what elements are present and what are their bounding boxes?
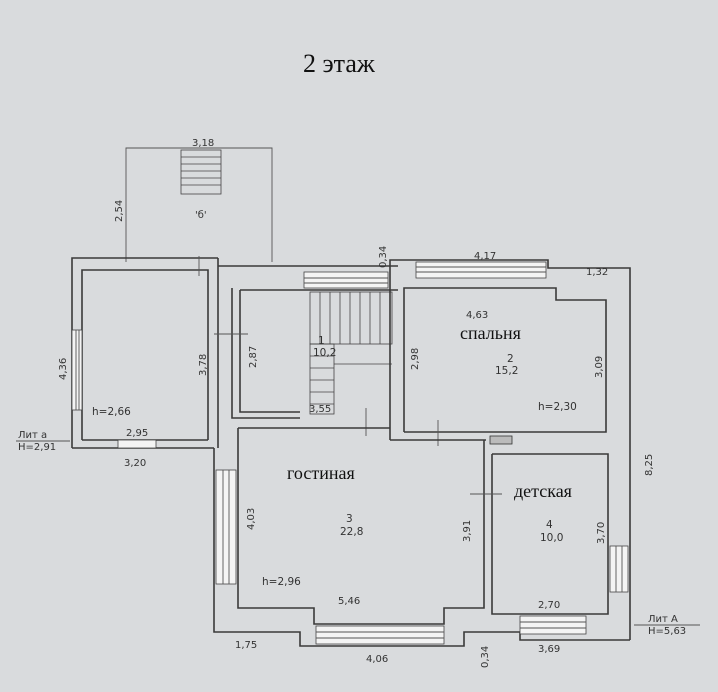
left-room-bottom-window bbox=[117, 439, 157, 449]
hall-number: 1 bbox=[318, 335, 325, 347]
bedroom-name: спальня bbox=[460, 323, 521, 343]
left-room-side-left-dimension: 4,36 bbox=[58, 358, 69, 380]
living-area: 22,8 bbox=[340, 526, 363, 538]
lit-a-left: Лит а Н=2,91 bbox=[16, 430, 70, 453]
kids-number: 4 bbox=[546, 519, 553, 531]
left-room-bottom-inner-dimension: 2,95 bbox=[126, 428, 148, 439]
kids-name: детская bbox=[514, 481, 572, 501]
kids-bottom-dimension: 2,70 bbox=[538, 600, 560, 611]
lit-a-right-height: Н=5,63 bbox=[648, 626, 686, 637]
living-number: 3 bbox=[346, 513, 353, 525]
hall-stair-width-dimension: 3,55 bbox=[309, 404, 331, 415]
hall-top-window bbox=[303, 271, 389, 289]
radiator-icon bbox=[489, 435, 513, 445]
bedroom-number: 2 bbox=[507, 353, 514, 365]
lit-a-left-height: Н=2,91 bbox=[18, 442, 56, 453]
lit-a-right: Лит А Н=5,63 bbox=[634, 614, 700, 637]
lit-a-left-label: Лит а bbox=[18, 430, 47, 441]
left-room-height: h=2,66 bbox=[92, 406, 131, 418]
left-room-window bbox=[71, 329, 83, 411]
balcony-top-dimension: 3,18 bbox=[192, 138, 214, 149]
bottom-369-dimension: 3,69 bbox=[538, 644, 560, 655]
bottom-034-dimension: 0,34 bbox=[480, 646, 491, 668]
kids-side-right-dimension: 3,70 bbox=[596, 522, 607, 544]
bottom-175-dimension: 1,75 bbox=[235, 640, 257, 651]
hall-area: 10,2 bbox=[313, 347, 336, 359]
balcony-stairs-icon bbox=[180, 149, 222, 195]
living-left-window bbox=[215, 469, 237, 585]
kids-room: детская 4 10,0 3,70 2,70 3,69 bbox=[470, 435, 629, 655]
living-side-left-dimension: 4,03 bbox=[246, 508, 257, 530]
living-name: гостиная bbox=[287, 463, 355, 483]
right-825-dimension: 8,25 bbox=[644, 454, 655, 476]
bedroom-side-left-dimension: 2,98 bbox=[410, 348, 421, 370]
top-right-132-dimension: 1,32 bbox=[586, 267, 608, 278]
bottom-406-dimension: 4,06 bbox=[366, 654, 388, 665]
living-room: гостиная 3 22,8 h=2,96 5,46 4,03 3,91 1,… bbox=[213, 427, 630, 668]
bedroom-width-dimension: 4,63 bbox=[466, 310, 488, 321]
bedroom-height: h=2,30 bbox=[538, 401, 577, 413]
top-034-dimension: 0,34 bbox=[378, 246, 389, 268]
bedroom-side-right-dimension: 3,09 bbox=[594, 356, 605, 378]
bedroom-top-window bbox=[415, 261, 547, 279]
living-bottom-window bbox=[315, 625, 445, 645]
living-height: h=2,96 bbox=[262, 576, 301, 588]
balcony: 3,18 2,54 'б' bbox=[114, 138, 273, 262]
bedroom-top-outer-dimension: 4,17 bbox=[474, 251, 496, 262]
hall-side-left-dimension: 2,87 bbox=[248, 346, 259, 368]
kids-area: 10,0 bbox=[540, 532, 563, 544]
kids-bottom-window bbox=[519, 615, 587, 635]
kids-right-window bbox=[609, 545, 629, 593]
balcony-side-dimension: 2,54 bbox=[114, 200, 125, 222]
hall: 2,87 1 10,2 3,55 0,34 bbox=[214, 246, 398, 448]
bedroom: 4,17 1,32 4,63 спальня 2 15,2 h=2,30 2,9… bbox=[389, 251, 655, 640]
bedroom-area: 15,2 bbox=[495, 365, 518, 377]
living-bottom-dimension: 5,46 bbox=[338, 596, 360, 607]
left-room-side-right-dimension: 3,78 bbox=[198, 354, 209, 376]
left-room: 4,36 3,78 h=2,66 2,95 3,20 bbox=[58, 256, 218, 469]
living-side-right-dimension: 3,91 bbox=[462, 520, 473, 542]
staircase-icon bbox=[309, 291, 393, 415]
balcony-label: 'б' bbox=[195, 210, 207, 221]
page-title: 2 этаж bbox=[303, 49, 376, 78]
lit-a-right-label: Лит А bbox=[648, 614, 678, 625]
left-room-bottom-outer-dimension: 3,20 bbox=[124, 458, 146, 469]
